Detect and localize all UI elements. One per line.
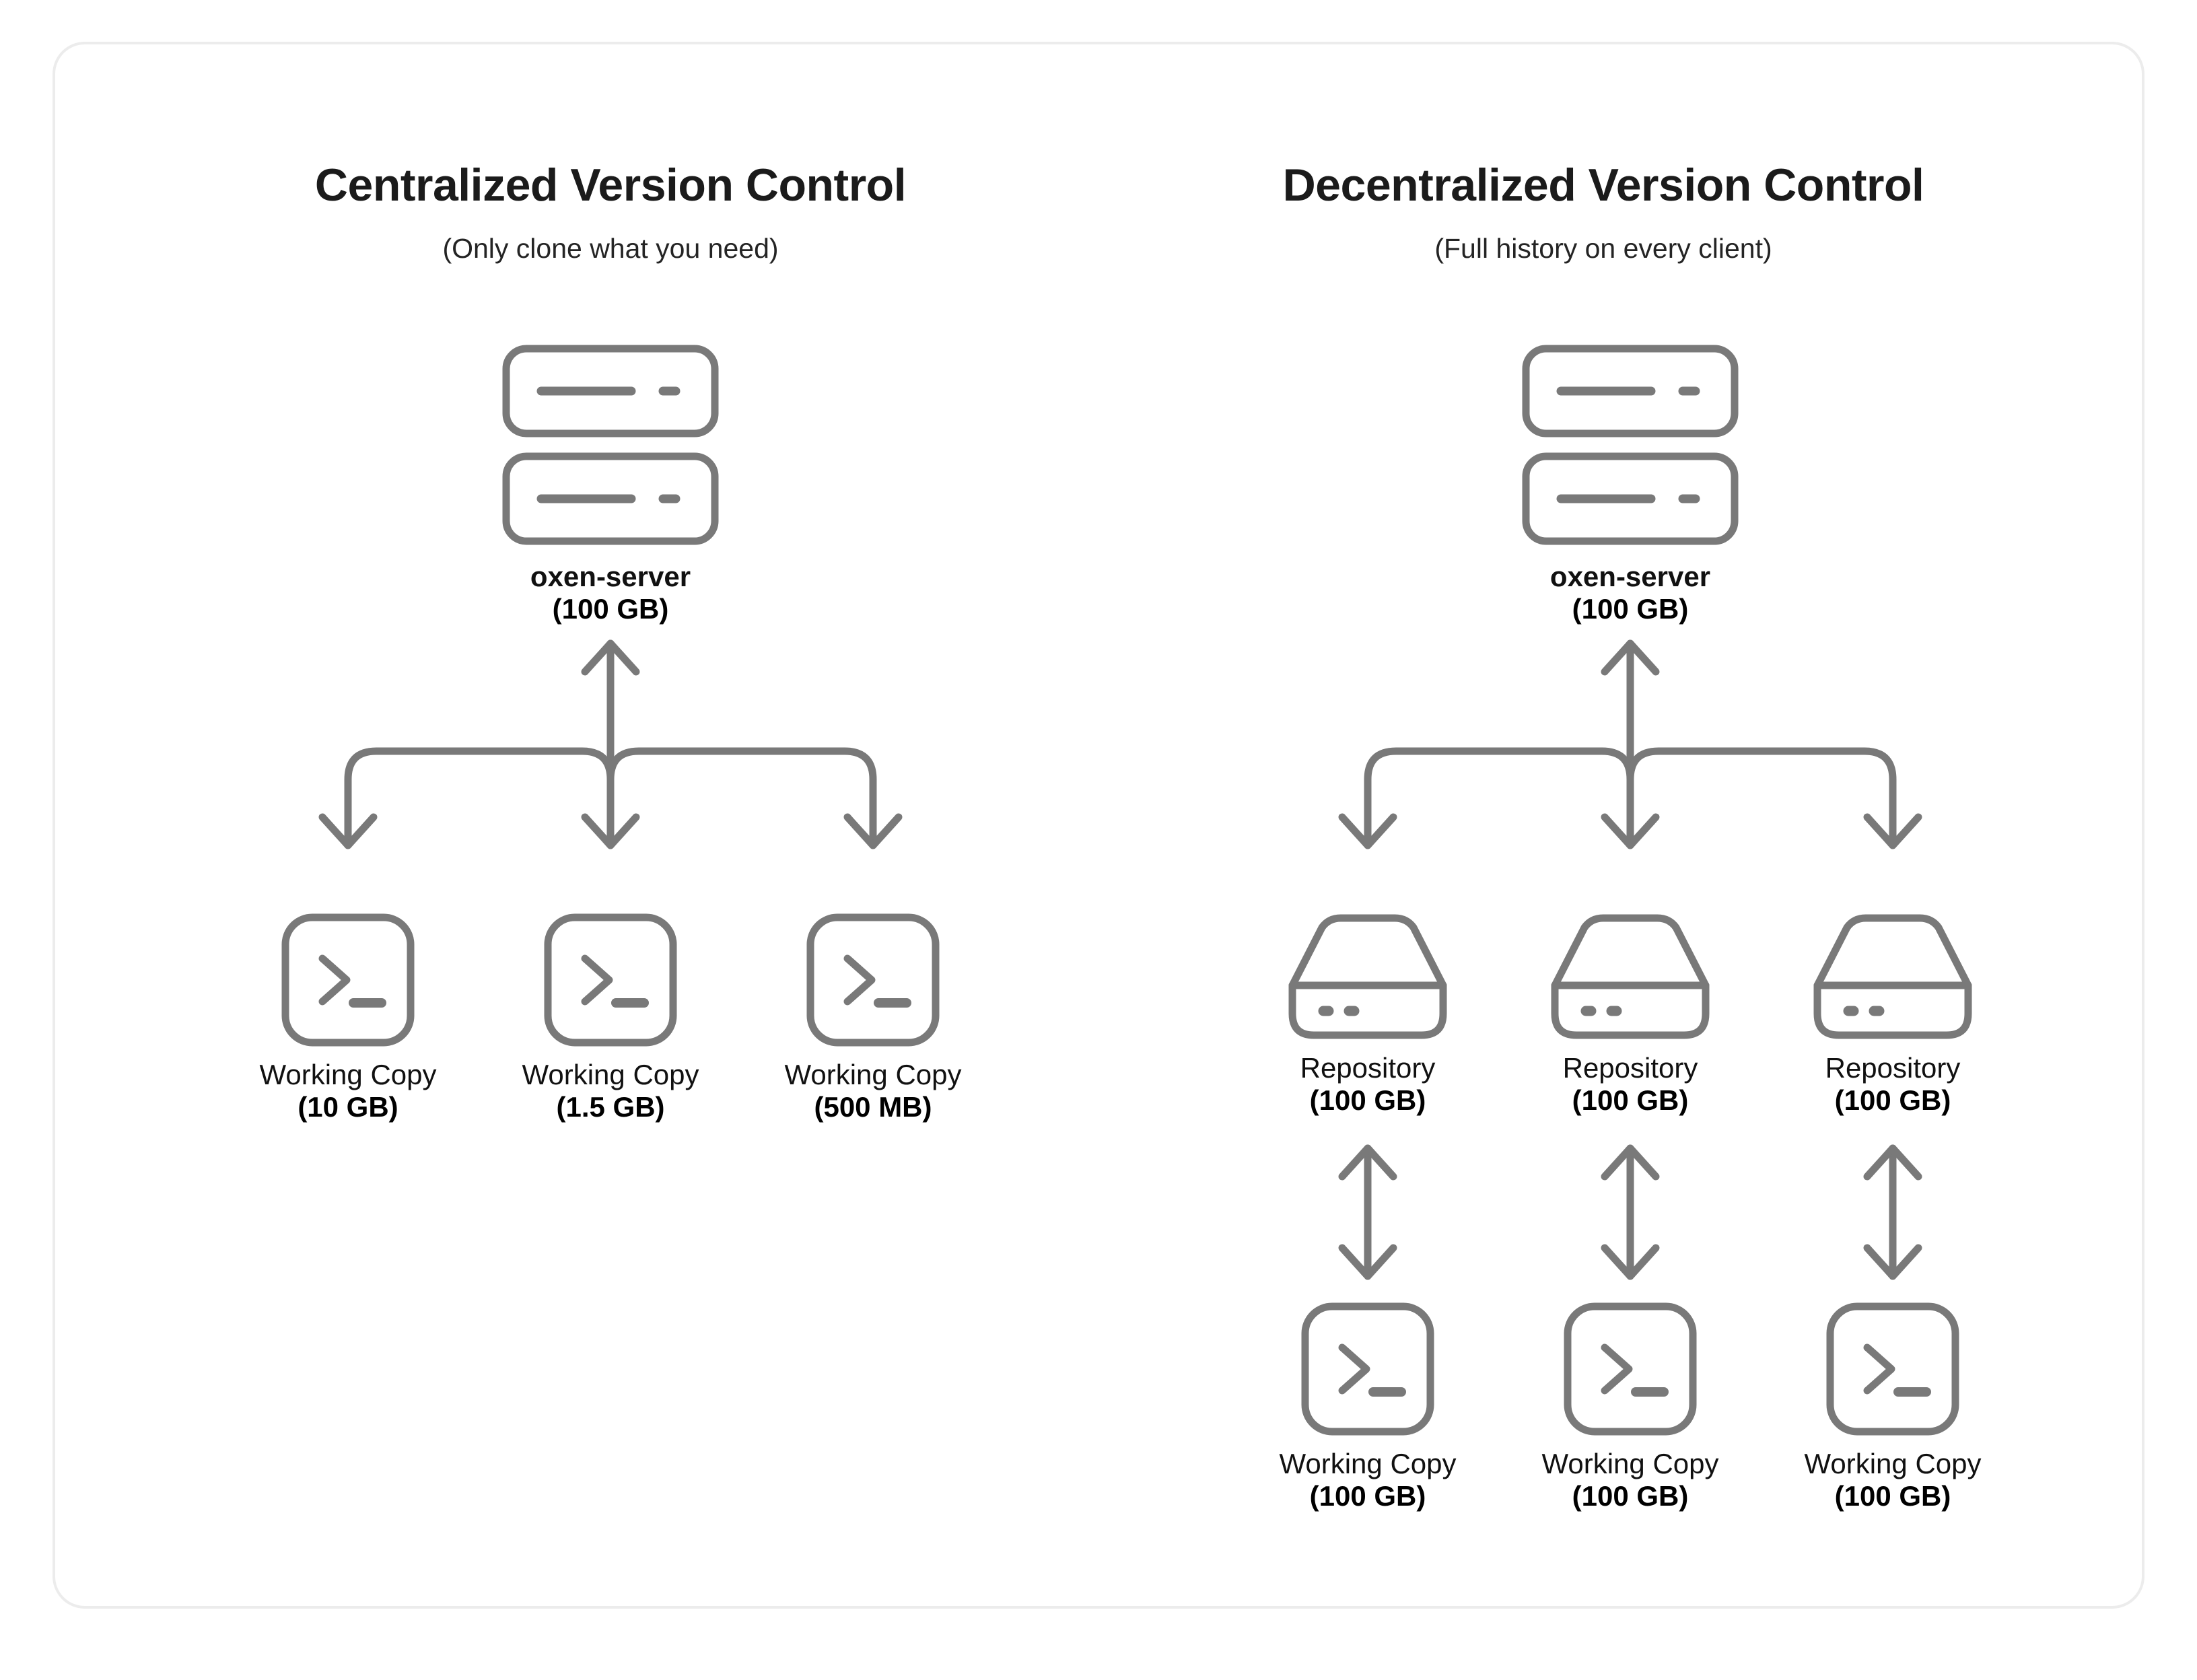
node-server-centralized-text: oxen-server (100 GB) <box>469 561 752 627</box>
column-centralized: Centralized Version Control (Only clone … <box>119 44 1102 1606</box>
node-working-copy-1-text: Working Copy (100 GB) <box>1226 1448 1509 1514</box>
node-repository-1: Repository (100 GB) <box>1226 913 1509 1119</box>
node-server-centralized: oxen-server (100 GB) <box>469 341 752 627</box>
terminal-icon <box>1826 1302 1959 1436</box>
working-copy-label: Working Copy <box>784 1059 962 1090</box>
working-copy-label: Working Copy <box>1279 1448 1457 1479</box>
terminal-icon <box>281 913 415 1047</box>
server-size: (100 GB) <box>552 593 669 625</box>
repository-label: Repository <box>1825 1052 1961 1084</box>
repository-size: (100 GB) <box>1572 1084 1689 1117</box>
working-copy-size: (100 GB) <box>1309 1480 1426 1512</box>
hard-drive-icon <box>1813 914 1972 1039</box>
server-stack-icon <box>1522 345 1739 545</box>
node-working-copy-3-text: Working Copy (500 MB) <box>732 1059 1014 1125</box>
server-stack-icon <box>502 345 719 545</box>
working-copy-size: (100 GB) <box>1834 1480 1951 1512</box>
repository-label: Repository <box>1562 1052 1698 1084</box>
column-subtitle-decentralized: (Full history on every client) <box>1434 233 1772 264</box>
node-working-copy-3: Working Copy (500 MB) <box>732 913 1014 1125</box>
repository-label: Repository <box>1300 1052 1436 1084</box>
node-working-copy-2-text: Working Copy (1.5 GB) <box>469 1059 752 1125</box>
column-title-centralized: Centralized Version Control <box>314 160 907 211</box>
terminal-icon <box>806 913 940 1047</box>
node-working-copy-2: Working Copy (100 GB) <box>1489 1302 1772 1514</box>
node-working-copy-1-text: Working Copy (10 GB) <box>207 1059 489 1125</box>
node-working-copy-3-text: Working Copy (100 GB) <box>1751 1448 2034 1514</box>
diagram-card: Centralized Version Control (Only clone … <box>53 42 2144 1609</box>
terminal-icon <box>1301 1302 1434 1436</box>
node-repository-1-text: Repository (100 GB) <box>1226 1053 1509 1119</box>
hard-drive-icon <box>1288 914 1447 1039</box>
working-copy-size: (500 MB) <box>814 1091 932 1123</box>
working-copy-label: Working Copy <box>1804 1448 1982 1479</box>
working-copy-size: (10 GB) <box>298 1091 398 1123</box>
server-label: oxen-server <box>1549 561 1711 592</box>
terminal-icon <box>1564 1302 1697 1436</box>
connector-arrows-centralized <box>318 639 903 849</box>
server-size: (100 GB) <box>1572 593 1689 625</box>
node-working-copy-2-text: Working Copy (100 GB) <box>1489 1448 1772 1514</box>
node-repository-3: Repository (100 GB) <box>1751 913 2034 1119</box>
node-repository-2: Repository (100 GB) <box>1489 913 1772 1119</box>
node-server-decentralized: oxen-server (100 GB) <box>1489 341 1772 627</box>
column-title-decentralized: Decentralized Version Control <box>1282 160 1924 211</box>
working-copy-label: Working Copy <box>259 1059 437 1090</box>
working-copy-size: (100 GB) <box>1572 1480 1689 1512</box>
node-working-copy-1: Working Copy (100 GB) <box>1226 1302 1509 1514</box>
column-decentralized: Decentralized Version Control (Full hist… <box>1112 44 2095 1606</box>
hard-drive-icon <box>1551 914 1710 1039</box>
node-repository-2-text: Repository (100 GB) <box>1489 1053 1772 1119</box>
repository-size: (100 GB) <box>1309 1084 1426 1117</box>
working-copy-label: Working Copy <box>1541 1448 1719 1479</box>
terminal-icon <box>544 913 677 1047</box>
node-working-copy-3: Working Copy (100 GB) <box>1751 1302 2034 1514</box>
server-label: oxen-server <box>530 561 691 592</box>
working-copy-size: (1.5 GB) <box>556 1091 665 1123</box>
node-server-decentralized-text: oxen-server (100 GB) <box>1489 561 1772 627</box>
working-copy-label: Working Copy <box>522 1059 699 1090</box>
node-working-copy-2: Working Copy (1.5 GB) <box>469 913 752 1125</box>
repository-size: (100 GB) <box>1834 1084 1951 1117</box>
node-repository-3-text: Repository (100 GB) <box>1751 1053 2034 1119</box>
node-working-copy-1: Working Copy (10 GB) <box>207 913 489 1125</box>
column-subtitle-centralized: (Only clone what you need) <box>442 233 779 264</box>
